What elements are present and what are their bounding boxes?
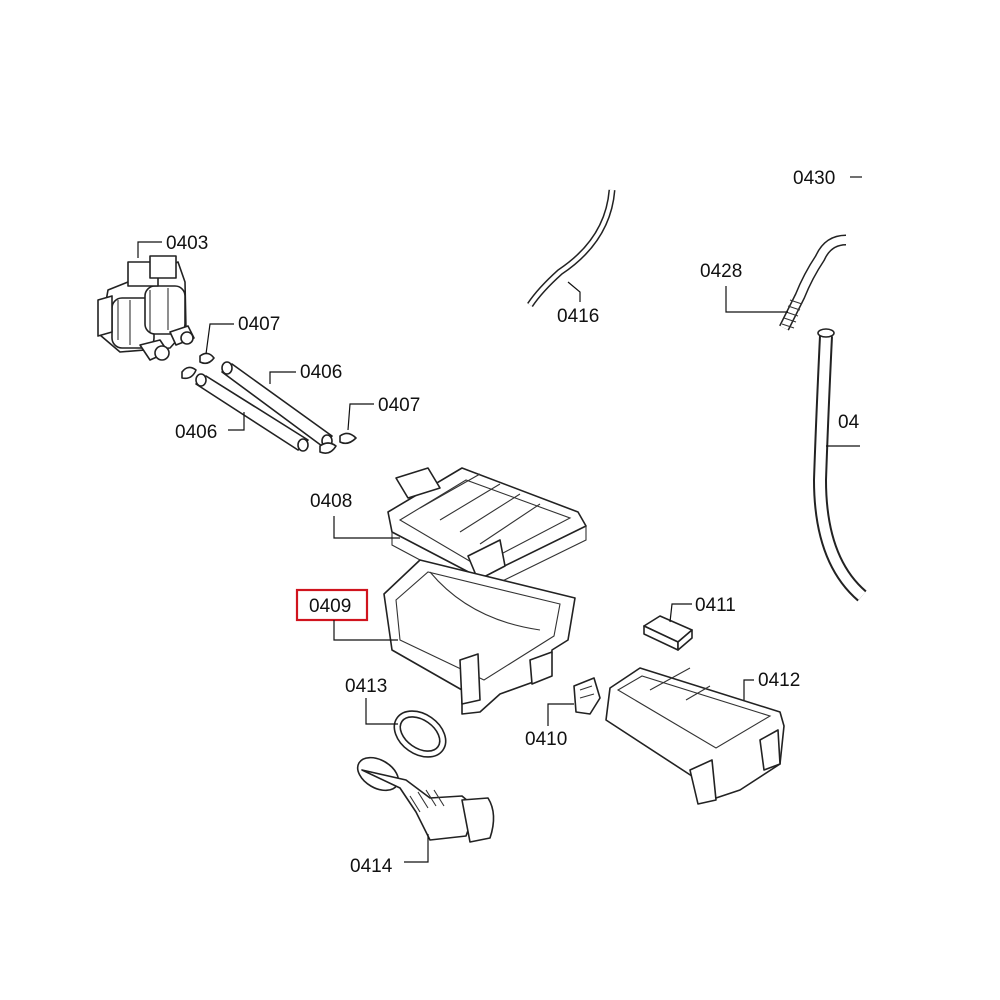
- label-0430: 0430: [793, 168, 835, 189]
- label-0413: 0413: [345, 676, 387, 697]
- part-0411-cap[interactable]: [643, 615, 693, 651]
- part-0406-hose-b[interactable]: [195, 373, 309, 452]
- label-0406b: 0406: [175, 422, 217, 443]
- label-0406a: 0406: [300, 362, 342, 383]
- part-0428-bellows-hose[interactable]: [779, 234, 847, 331]
- label-0408: 0408: [310, 491, 352, 512]
- label-0407b: 0407: [378, 395, 420, 416]
- label-0403: 0403: [166, 233, 208, 254]
- label-0414: 0414: [350, 856, 393, 877]
- leader-0412: [743, 679, 754, 700]
- part-0413-gasket[interactable]: [386, 702, 455, 767]
- label-0411: 0411: [695, 595, 736, 616]
- part-0407-clamp-a[interactable]: [181, 352, 215, 380]
- label-0409-highlight-box: [295, 588, 369, 622]
- leader-0407a: [205, 323, 234, 355]
- leader-0416: [567, 281, 581, 302]
- label-0428: 0428: [700, 261, 742, 282]
- label-0410: 0410: [525, 729, 567, 750]
- leader-0407b: [347, 403, 374, 431]
- part-0407-clamp-b[interactable]: [319, 432, 357, 454]
- label-0409: 0409: [309, 596, 351, 617]
- part-0406-hose-a[interactable]: [221, 361, 333, 448]
- label-0416: 0416: [557, 306, 599, 327]
- leader-0406b: [228, 412, 245, 431]
- part-0412-detergent-drawer[interactable]: [605, 667, 785, 805]
- leader-0428: [725, 286, 788, 313]
- label-04x: 04: [838, 412, 860, 433]
- leader-0413: [365, 698, 398, 725]
- leader-0406a: [269, 371, 296, 384]
- part-0408-dispenser-cover[interactable]: [387, 467, 587, 593]
- part-0414-bellows-elbow[interactable]: [352, 751, 495, 843]
- part-0403-inlet-valve[interactable]: [97, 255, 195, 361]
- part-04-long-hose[interactable]: [812, 328, 867, 602]
- part-0410-siphon[interactable]: [573, 677, 601, 715]
- leader-0410: [547, 703, 574, 726]
- leader-0408: [333, 516, 400, 539]
- leader-0411: [669, 603, 692, 623]
- leader-0414: [404, 834, 429, 863]
- label-0407a: 0407: [238, 314, 280, 335]
- leader-0409: [333, 620, 398, 641]
- leader-0403: [137, 241, 162, 258]
- label-0412: 0412: [758, 670, 800, 691]
- part-0409-dispenser-housing[interactable]: [383, 559, 576, 715]
- part-0416-tube[interactable]: [527, 189, 616, 307]
